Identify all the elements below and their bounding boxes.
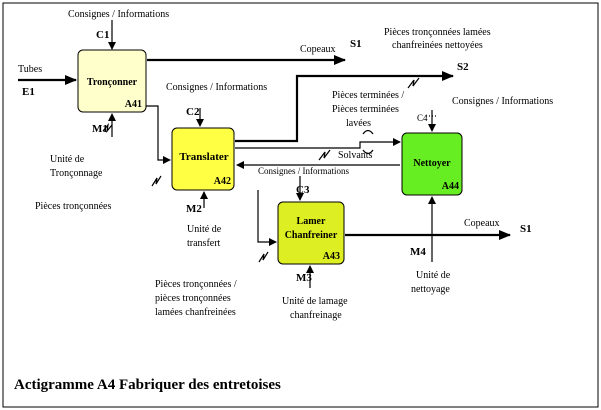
box-tronconner-label: Tronçonner bbox=[87, 77, 138, 88]
squiggle-s2 bbox=[407, 77, 420, 89]
box-translater-code: A42 bbox=[214, 176, 231, 187]
label-s2: S2 bbox=[457, 61, 469, 73]
label-solvants: Solvants bbox=[338, 150, 373, 161]
arrow-a42-to-a43 bbox=[257, 190, 277, 246]
box-nettoyer-label: Nettoyer bbox=[413, 158, 451, 169]
box-nettoyer: Nettoyer A44 bbox=[401, 132, 463, 196]
label-consignes-c3: Consignes / Informations bbox=[258, 166, 349, 176]
label-s1-bottom: S1 bbox=[520, 223, 532, 235]
box-lamer-code: A43 bbox=[323, 251, 340, 262]
box-lamer-label-2: Chanfreiner bbox=[285, 230, 338, 241]
label-unite-transfert-2: transfert bbox=[187, 238, 221, 249]
squiggle-m1 bbox=[102, 122, 113, 134]
label-pieces-terminees-1: Pièces terminées / bbox=[332, 90, 404, 101]
label-c3: C3 bbox=[296, 184, 310, 196]
label-m2: M2 bbox=[186, 203, 202, 215]
squiggle-pieces-terminees bbox=[318, 149, 331, 161]
box-lamer-chanfreiner: Lamer Chanfreiner A43 bbox=[277, 201, 345, 265]
box-tronconner: Tronçonner A41 bbox=[77, 49, 147, 113]
label-pieces-lamees-2: chanfreinées nettoyées bbox=[392, 40, 483, 51]
label-unite-nettoyage-1: Unité de bbox=[416, 270, 451, 281]
label-copeaux-top: Copeaux bbox=[300, 44, 336, 55]
arrow-s2 bbox=[235, 71, 454, 143]
label-m3: M3 bbox=[296, 272, 312, 284]
label-c1: C1 bbox=[96, 29, 109, 41]
label-unite-lamage-1: Unité de lamage bbox=[282, 296, 348, 307]
label-e1: E1 bbox=[22, 86, 35, 98]
squiggle-pieces-lamees bbox=[258, 251, 269, 263]
label-pieces-pieces-2: pièces tronçonnées bbox=[155, 293, 231, 304]
label-unite-nettoyage-2: nettoyage bbox=[411, 284, 450, 295]
squiggle-pieces-tronconnees bbox=[151, 175, 162, 187]
label-pieces-terminees-2: Pièces terminées bbox=[332, 104, 399, 115]
label-s1-top: S1 bbox=[350, 38, 362, 50]
box-nettoyer-code: A44 bbox=[442, 181, 459, 192]
arrow-a42-to-a44 bbox=[235, 138, 401, 149]
label-pieces-lamees-1: Pièces tronçonnées lamées bbox=[384, 27, 491, 38]
box-translater: Translater A42 bbox=[171, 127, 235, 191]
label-tubes: Tubes bbox=[18, 64, 42, 75]
label-consignes-c2: Consignes / Informations bbox=[166, 82, 267, 93]
label-unite-troncon-1: Unité de bbox=[50, 154, 85, 165]
label-pieces-pieces-3: lamées chanfreinées bbox=[155, 307, 236, 318]
label-pieces-terminees-3: lavées bbox=[346, 118, 371, 129]
label-c4: C4 bbox=[417, 113, 428, 123]
label-unite-transfert-1: Unité de bbox=[187, 224, 222, 235]
label-m4: M4 bbox=[410, 246, 426, 258]
tunnel-mark-1 bbox=[362, 129, 374, 135]
label-m1: M1 bbox=[92, 123, 108, 135]
label-unite-lamage-2: chanfreinage bbox=[290, 310, 342, 321]
box-tronconner-code: A41 bbox=[125, 99, 142, 110]
arrow-a41-to-a42 bbox=[146, 105, 171, 164]
label-copeaux-bottom: Copeaux bbox=[464, 218, 500, 229]
label-consignes-c1: Consignes / Informations bbox=[68, 9, 169, 20]
diagram-title: Actigramme A4 Fabriquer des entretoises bbox=[14, 377, 281, 393]
label-pieces-tronconnees: Pièces tronçonnées bbox=[35, 201, 111, 212]
label-pieces-pieces-1: Pièces tronçonnées / bbox=[155, 279, 237, 290]
box-translater-label: Translater bbox=[179, 151, 228, 163]
box-lamer-label-1: Lamer bbox=[297, 216, 326, 227]
label-unite-troncon-2: Tronçonnage bbox=[50, 168, 103, 179]
label-c2: C2 bbox=[186, 106, 200, 118]
tunnel-mark-2 bbox=[362, 149, 374, 155]
label-consignes-c4: Consignes / Informations bbox=[452, 96, 553, 107]
